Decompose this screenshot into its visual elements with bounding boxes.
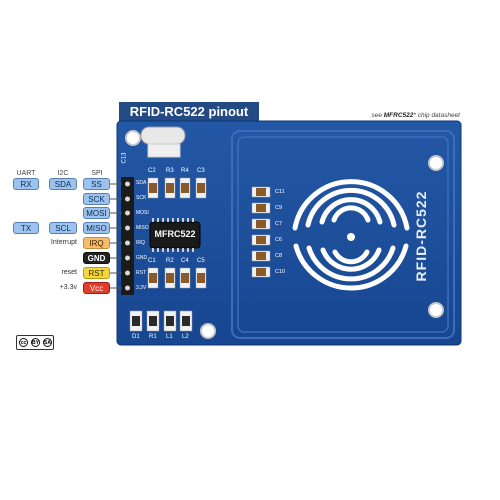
header-spi: SPI <box>91 170 103 177</box>
pin-tx: TX <box>13 222 39 234</box>
label-interrupt: Interrupt <box>50 239 77 246</box>
rfid-wave-center <box>347 233 355 241</box>
pin-ss: SS <box>83 178 110 190</box>
header-uart: UART <box>16 170 36 177</box>
silk-c8: C8 <box>275 253 283 259</box>
silk-l1: L1 <box>166 334 173 340</box>
mount-hole-br <box>428 302 444 318</box>
silk-3v3: 3.3V <box>136 285 147 291</box>
datasheet-note: see MFRC522* chip datasheet <box>300 112 460 119</box>
note-chip: MFRC522 <box>383 112 414 119</box>
silk-r4: R4 <box>181 168 189 174</box>
chip-label: MFRC522 <box>154 229 196 239</box>
silk-mosi: MOSI <box>136 210 149 216</box>
silk-sck: SCK <box>136 195 147 201</box>
label-reset: reset <box>61 269 77 276</box>
pcb-body <box>116 120 462 346</box>
crystal-pad <box>147 143 181 158</box>
mount-hole-bl <box>200 323 216 339</box>
silk-c7: C7 <box>275 221 283 227</box>
pin-header <box>121 177 134 295</box>
silk-irq: IRQ <box>136 240 145 246</box>
pin-mosi: MOSI <box>83 207 110 219</box>
rfid-wave-icon <box>292 179 410 291</box>
silk-c11: C11 <box>275 189 285 195</box>
pin-gnd: GND <box>83 252 110 264</box>
silk-c6: C6 <box>275 237 283 243</box>
silk-c5: C5 <box>197 258 205 264</box>
silk-c2: C2 <box>148 168 156 174</box>
chip-legs <box>152 218 194 252</box>
silk-d1: D1 <box>132 334 140 340</box>
silk-r2: R2 <box>166 258 174 264</box>
silk-sda: SDA <box>136 180 147 186</box>
header-i2c: I2C <box>57 170 69 177</box>
silk-miso: MISO <box>136 225 149 231</box>
pin-miso: MISO <box>83 222 110 234</box>
pin-rst: RST <box>83 267 110 279</box>
note-prefix: see <box>371 112 384 119</box>
silk-c10: C10 <box>275 269 286 275</box>
cc-sa-icon: SA <box>43 338 52 347</box>
smd-mid-row-body <box>149 273 205 283</box>
silk-gnd: GND <box>136 255 148 261</box>
pin-rx: RX <box>13 178 39 190</box>
silk-l2: L2 <box>182 334 189 340</box>
label-power: +3.3v <box>59 284 77 291</box>
note-suffix: * chip datasheet <box>413 112 460 119</box>
pin-vcc: Vcc <box>83 282 110 294</box>
silk-c4: C4 <box>181 258 189 264</box>
silk-rst: RST <box>136 270 146 276</box>
header-pins <box>125 181 130 291</box>
silk-c9: C9 <box>275 205 283 211</box>
caps-right-body <box>256 188 266 276</box>
pin-scl: SCL <box>49 222 77 234</box>
cc-icon: cc <box>19 338 28 347</box>
mount-hole-tr <box>428 155 444 171</box>
silk-c1: C1 <box>148 258 156 264</box>
pin-irq: IRQ <box>83 237 110 249</box>
diagram-title: RFID-RC522 pinout <box>119 102 259 122</box>
header-silk: SDA SCK MOSI MISO IRQ GND RST 3.3V <box>136 176 149 296</box>
smd-bottom-row-body <box>132 316 190 326</box>
cc-license-badge: cc BY SA <box>16 335 54 350</box>
antenna-trace-outer <box>231 130 455 339</box>
smd-top-row-body <box>149 183 205 193</box>
cc-by-icon: BY <box>31 338 40 347</box>
antenna-trace-inner <box>237 136 449 333</box>
pin-sck: SCK <box>83 193 110 205</box>
mount-hole-tl <box>125 130 141 146</box>
mfrc522-chip <box>149 221 201 249</box>
silk-r3: R3 <box>166 168 174 174</box>
pin-sda-i2c: SDA <box>49 178 77 190</box>
silk-r1: R1 <box>149 334 157 340</box>
silk-c3: C3 <box>197 168 205 174</box>
